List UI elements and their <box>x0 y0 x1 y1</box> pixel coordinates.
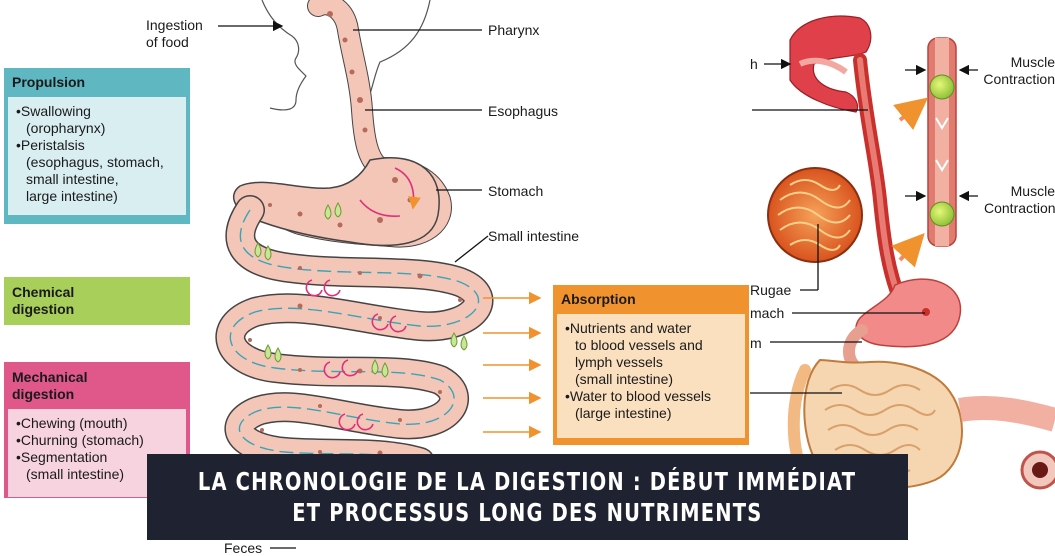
absorption-item: Nutrients and water <box>565 320 737 337</box>
mouth-cavity <box>789 15 872 113</box>
chemical-digestion-box: Chemical digestion <box>4 277 190 325</box>
peristalsis-tube <box>891 37 978 268</box>
absorption-item: Water to blood vessels <box>565 388 737 405</box>
mechanical-item: Segmentation <box>16 449 178 466</box>
churning-marks <box>305 167 421 431</box>
mouth-partial-label: h <box>750 56 758 72</box>
small-intestine-pointer <box>454 235 489 263</box>
stomach-label: Stomach <box>488 183 544 199</box>
muscle-contraction-label-1: Muscle Contraction <box>983 54 1055 87</box>
chemical-title: Chemical digestion <box>12 284 75 317</box>
food-particles <box>248 11 462 456</box>
m-partial-label: m <box>750 335 762 351</box>
absorption-title: Absorption <box>561 291 636 307</box>
blood-vessel <box>958 396 1055 490</box>
small-intestine-label: Small intestine <box>488 228 580 244</box>
mechanical-item: Churning (stomach) <box>16 432 178 449</box>
muscle-contraction-label-2: Muscle Contraction <box>984 183 1055 216</box>
rugae-detail <box>767 167 863 291</box>
propulsion-list: Swallowing (oropharynx) Peristalsis (eso… <box>8 97 186 215</box>
propulsion-item: Peristalsis <box>16 137 178 154</box>
banner-title-line-1: La chronologie de la digestion : début i… <box>198 467 857 496</box>
stomach-body <box>232 157 440 247</box>
pharynx-label: Pharynx <box>488 22 540 38</box>
title-banner: La chronologie de la digestion : début i… <box>147 454 908 540</box>
absorption-box: Absorption Nutrients and water to blood … <box>553 285 749 445</box>
absorption-arrows <box>483 291 542 439</box>
absorption-list: Nutrients and water to blood vessels and… <box>557 314 745 438</box>
propulsion-title: Propulsion <box>12 74 86 90</box>
rugae-label: Rugae <box>750 282 792 298</box>
esophagus-label: Esophagus <box>488 103 559 119</box>
mechanical-item: Chewing (mouth) <box>16 415 178 432</box>
ingestion-label: Ingestion of food <box>146 17 203 50</box>
mechanical-title: Mechanical digestion <box>12 369 88 402</box>
enzyme-droplets <box>254 202 468 378</box>
propulsion-box: Propulsion Swallowing (oropharynx) Peris… <box>4 68 190 224</box>
propulsion-item: Swallowing <box>16 103 178 120</box>
banner-title-line-2: et processus long des nutriments <box>292 498 763 527</box>
stomach-partial-label: mach <box>750 305 785 321</box>
feces-label: Feces <box>224 540 263 556</box>
